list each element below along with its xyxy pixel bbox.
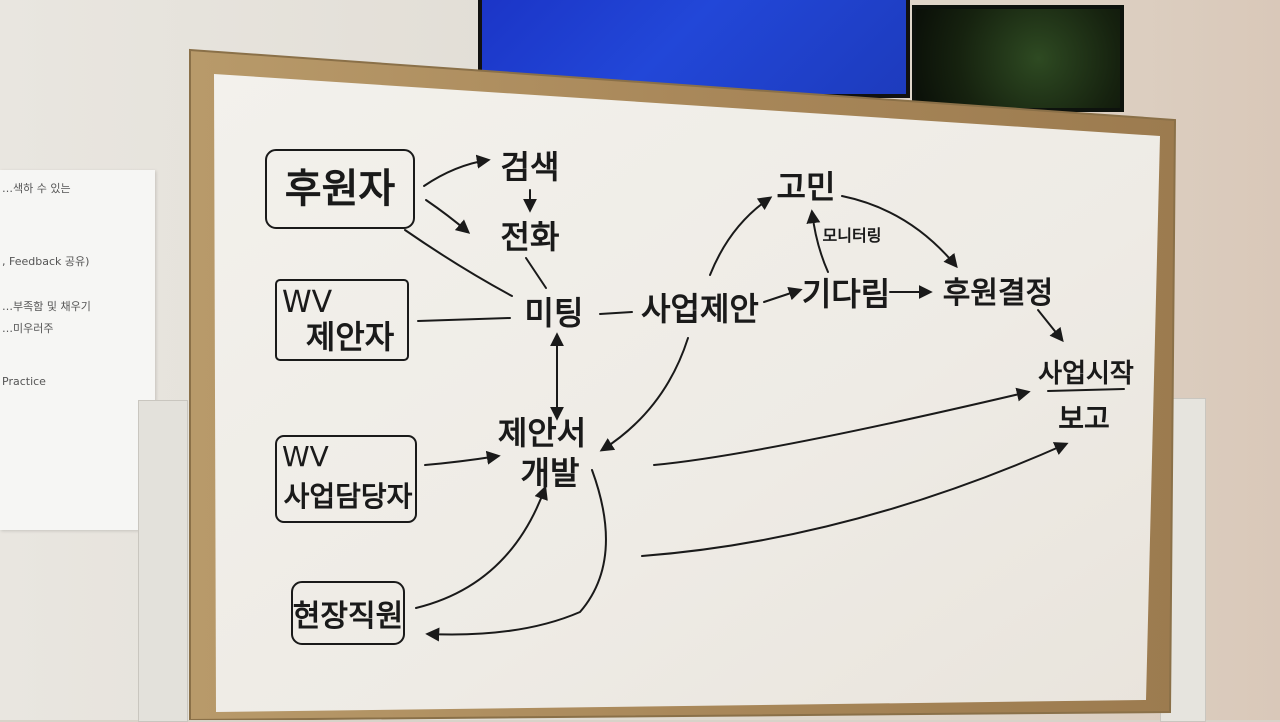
label-search: 검색 [501, 148, 560, 186]
label-proposer: 제안자 [306, 318, 395, 356]
label-wv-2: WV [282, 440, 329, 473]
label-business-manager: 사업담당자 [284, 480, 413, 513]
label-business-start: 사업시작 [1038, 359, 1134, 389]
label-waiting: 기다림 [802, 275, 890, 313]
label-proposal-dev-1: 제안서 [498, 414, 586, 452]
label-meeting: 미팅 [525, 294, 584, 332]
label-field-staff: 현장직원 [293, 599, 403, 634]
label-sponsor-decision: 후원결정 [943, 276, 1053, 311]
label-concern: 고민 [777, 168, 836, 206]
label-wv-1: WV [282, 285, 333, 320]
label-proposal-dev-2: 개발 [521, 454, 580, 492]
label-report: 보고 [1058, 402, 1110, 435]
label-monitoring: 모니터링 [823, 226, 882, 245]
label-sponsor: 후원자 [285, 166, 396, 212]
label-call: 전화 [501, 218, 560, 256]
label-business-proposal: 사업제안 [641, 290, 759, 328]
